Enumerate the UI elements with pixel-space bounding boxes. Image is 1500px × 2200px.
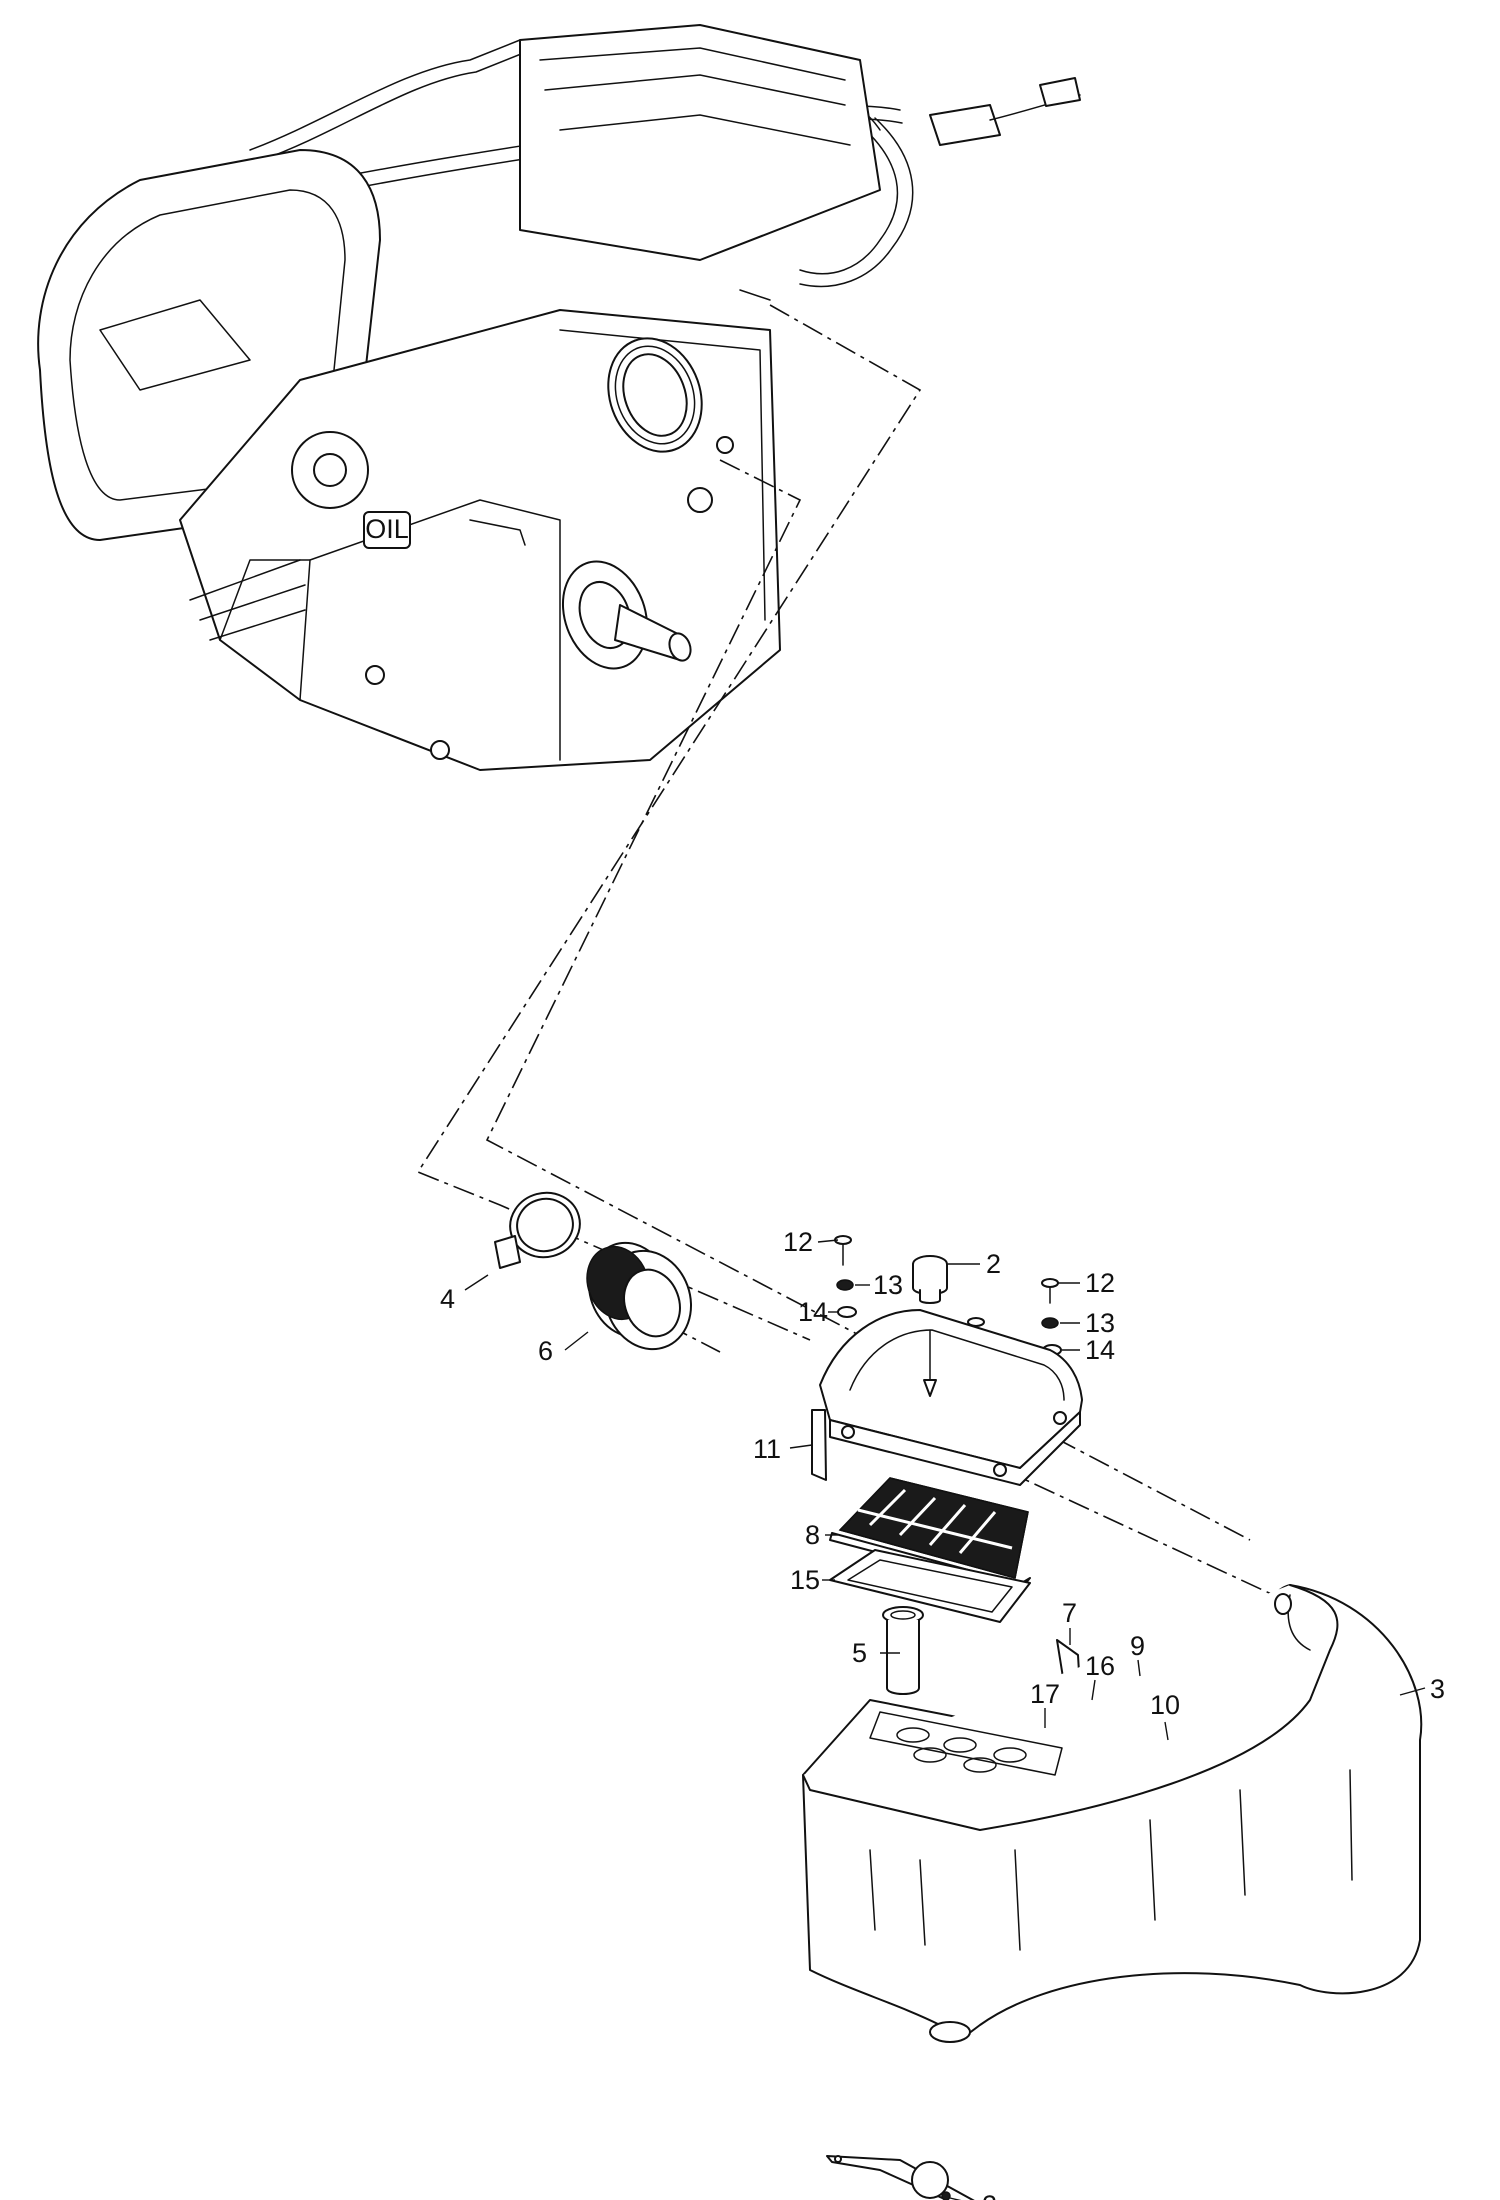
oil-stamp-label: OIL xyxy=(365,514,409,544)
callout-8: 8 xyxy=(805,1520,820,1550)
intake-sleeve-part-6 xyxy=(586,1241,693,1351)
callout-2-bottom: 2 xyxy=(982,2190,997,2200)
callout-2-top: 2 xyxy=(986,1249,1001,1279)
callout-11: 11 xyxy=(753,1434,781,1464)
callout-4: 4 xyxy=(440,1284,455,1314)
plug-part-2-bottom xyxy=(911,2161,951,2200)
airbox-base-part-3 xyxy=(802,1584,1423,2043)
mount-bracket-part-1 xyxy=(826,2155,975,2200)
callout-3: 3 xyxy=(1430,1674,1445,1704)
callout-labels: 1 2 2 3 4 5 6 7 9 10 11 12 12 13 13 14 1… xyxy=(440,1227,1445,2200)
tube-part-5 xyxy=(882,1606,924,1695)
callout-12-left: 12 xyxy=(783,1227,813,1257)
callout-6: 6 xyxy=(538,1336,553,1366)
callout-12-right: 12 xyxy=(1085,1268,1115,1298)
screw-set-left xyxy=(834,1235,857,1318)
callout-16: 16 xyxy=(1085,1651,1115,1681)
gasket-part-15 xyxy=(829,1549,1031,1623)
callout-10: 10 xyxy=(1150,1690,1180,1720)
callout-15: 15 xyxy=(790,1565,820,1595)
callout-14-left: 14 xyxy=(798,1297,828,1327)
hose-clamp-part-4 xyxy=(494,1191,581,1269)
callout-9: 9 xyxy=(1130,1631,1145,1661)
airbox-cover-part-11 xyxy=(811,1309,1083,1486)
engine-assembly: OIL xyxy=(37,24,1081,771)
callout-17: 17 xyxy=(1030,1679,1060,1709)
callout-5: 5 xyxy=(852,1638,867,1668)
callout-14-right: 14 xyxy=(1085,1335,1115,1365)
callout-leaders xyxy=(464,1239,1426,2200)
callout-13-left: 13 xyxy=(873,1270,903,1300)
plug-part-2-top xyxy=(912,1255,948,1304)
callout-13-right: 13 xyxy=(1085,1308,1115,1338)
callout-7: 7 xyxy=(1062,1598,1077,1628)
